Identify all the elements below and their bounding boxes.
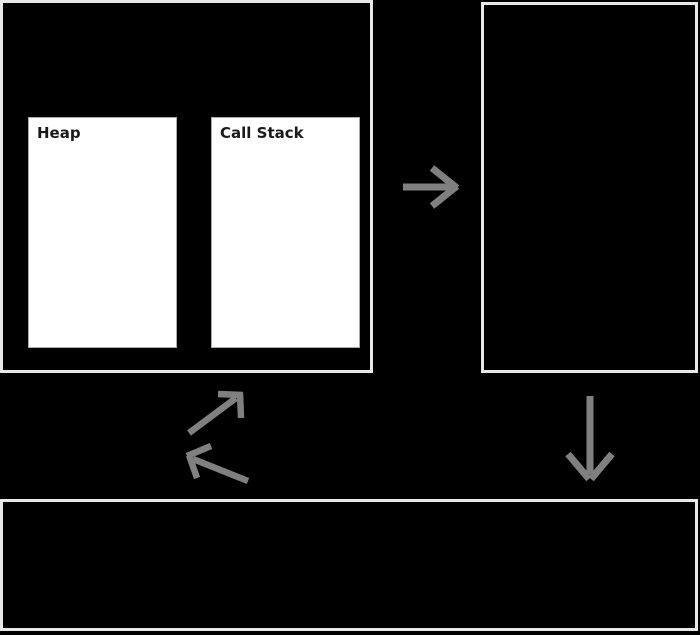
call-stack-box: Call Stack	[211, 117, 360, 348]
right-arrow-icon	[403, 165, 460, 209]
js-runtime-box: Heap Call Stack	[0, 0, 373, 373]
down-arrow-icon	[565, 396, 615, 482]
call-stack-label: Call Stack	[220, 124, 304, 142]
web-apis-box	[481, 2, 698, 373]
heap-label: Heap	[37, 124, 81, 142]
event-loop-cycle-icon	[185, 390, 250, 485]
heap-box: Heap	[28, 117, 177, 348]
callback-queue-box	[0, 499, 698, 631]
